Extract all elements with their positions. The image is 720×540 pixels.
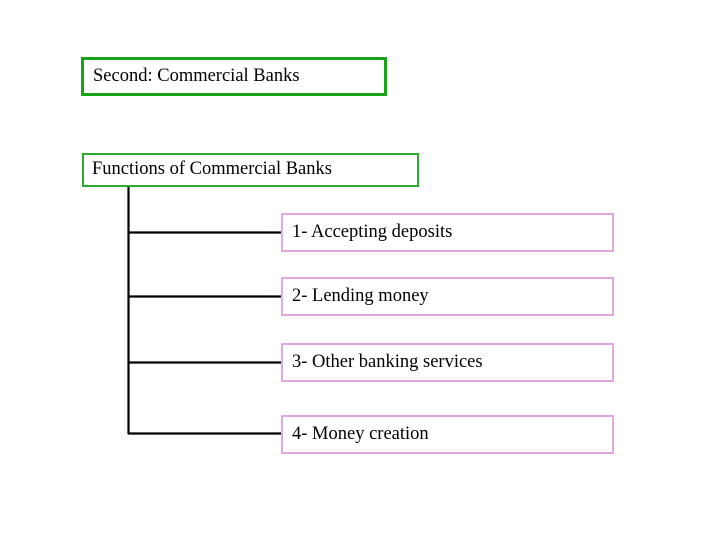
function-box-lending-money: 2- Lending money [281, 277, 614, 316]
function-box-other-banking-services: 3- Other banking services [281, 343, 614, 382]
subheading-label: Functions of Commercial Banks [92, 159, 332, 180]
function-label: 1- Accepting deposits [292, 221, 453, 242]
function-label: 4- Money creation [292, 423, 429, 444]
function-label: 2- Lending money [292, 285, 429, 306]
function-box-money-creation: 4- Money creation [281, 415, 614, 454]
heading-label: Second: Commercial Banks [93, 65, 300, 86]
subheading-box: Functions of Commercial Banks [82, 153, 419, 187]
function-label: 3- Other banking services [292, 351, 483, 372]
function-box-accepting-deposits: 1- Accepting deposits [281, 213, 614, 252]
heading-box: Second: Commercial Banks [81, 57, 387, 96]
